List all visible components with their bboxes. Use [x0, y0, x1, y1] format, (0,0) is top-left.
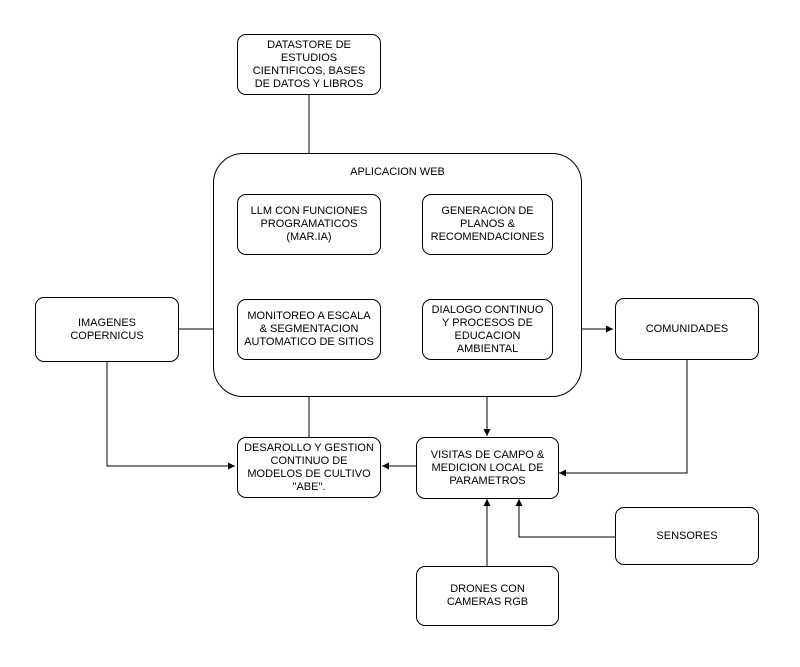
dialogo-label: DIALOGO CONTINUO Y PROCESOS DE EDUCACION… [431, 303, 544, 355]
drones-label: DRONES CON CAMERAS RGB [446, 583, 529, 608]
datastore-label: DATASTORE DE ESTUDIOS CIENTIFICOS, BASES… [252, 38, 366, 90]
visitas-node[interactable]: VISITAS DE CAMPO & MEDICION LOCAL DE PAR… [416, 437, 559, 499]
edge-imagenes-desarollo [106, 362, 235, 470]
comunidades-node[interactable]: COMUNIDADES [615, 298, 759, 360]
llm-node[interactable]: LLM CON FUNCIONES PROGRAMATICOS (MAR.IA) [237, 194, 381, 255]
imagenes-label: IMAGENES COPERNICUS [70, 316, 144, 342]
edge-comunidades-visitas [559, 360, 688, 477]
drones-node[interactable]: DRONES CON CAMERAS RGB [416, 566, 559, 626]
web-app-title: APLICACION WEB [350, 166, 445, 178]
web-app-container: APLICACION WEB [213, 153, 582, 397]
visitas-label: VISITAS DE CAMPO & MEDICION LOCAL DE PAR… [430, 448, 545, 487]
datastore-node[interactable]: DATASTORE DE ESTUDIOS CIENTIFICOS, BASES… [237, 34, 381, 95]
generacion-node[interactable]: GENERACION DE PLANOS & RECOMENDACIONES [422, 194, 553, 255]
sensores-node[interactable]: SENSORES [615, 507, 759, 565]
sensores-label: SENSORES [656, 529, 718, 542]
generacion-label: GENERACION DE PLANOS & RECOMENDACIONES [430, 205, 545, 243]
monitoreo-label: MONITOREO A ESCALA & SEGMENTACION AUTOMA… [244, 310, 374, 348]
monitoreo-node[interactable]: MONITOREO A ESCALA & SEGMENTACION AUTOMA… [237, 299, 381, 360]
desarollo-label: DESAROLLO Y GESTION CONTINUO DE MODELOS … [244, 441, 374, 493]
desarollo-node[interactable]: DESAROLLO Y GESTION CONTINUO DE MODELOS … [237, 437, 381, 498]
edge-sensores-visitas [515, 499, 615, 538]
imagenes-node[interactable]: IMAGENES COPERNICUS [35, 297, 179, 362]
comunidades-label: COMUNIDADES [645, 322, 729, 335]
llm-label: LLM CON FUNCIONES PROGRAMATICOS (MAR.IA) [250, 205, 368, 243]
dialogo-node[interactable]: DIALOGO CONTINUO Y PROCESOS DE EDUCACION… [422, 299, 553, 360]
